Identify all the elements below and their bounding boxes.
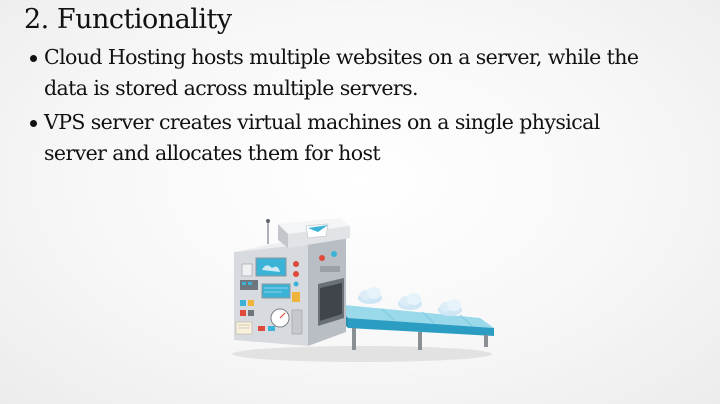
- bullet-vps-server-line-1: VPS server creates virtual machines on a…: [44, 110, 600, 134]
- conveyor-belt: [334, 304, 494, 350]
- bullet-marker: [30, 120, 37, 127]
- server-machine: [234, 218, 350, 346]
- bullet-vps-server: VPS server creates virtual machines on a…: [30, 107, 690, 169]
- bullet-cloud-hosting: Cloud Hosting hosts multiple websites on…: [30, 42, 690, 104]
- slide-title: 2. Functionality: [24, 4, 232, 35]
- server-machine-illustration: [222, 214, 502, 364]
- bullet-cloud-hosting-line-2: data is stored across multiple servers.: [44, 76, 419, 100]
- bullet-cloud-hosting-line-1: Cloud Hosting hosts multiple websites on…: [44, 45, 639, 69]
- bullet-list: Cloud Hosting hosts multiple websites on…: [30, 42, 690, 172]
- cloud-icons: [358, 287, 462, 316]
- bullet-marker: [30, 55, 37, 62]
- bullet-vps-server-line-2: server and allocates them for host: [44, 141, 381, 165]
- server-machine-conveyor-icon: [232, 218, 494, 362]
